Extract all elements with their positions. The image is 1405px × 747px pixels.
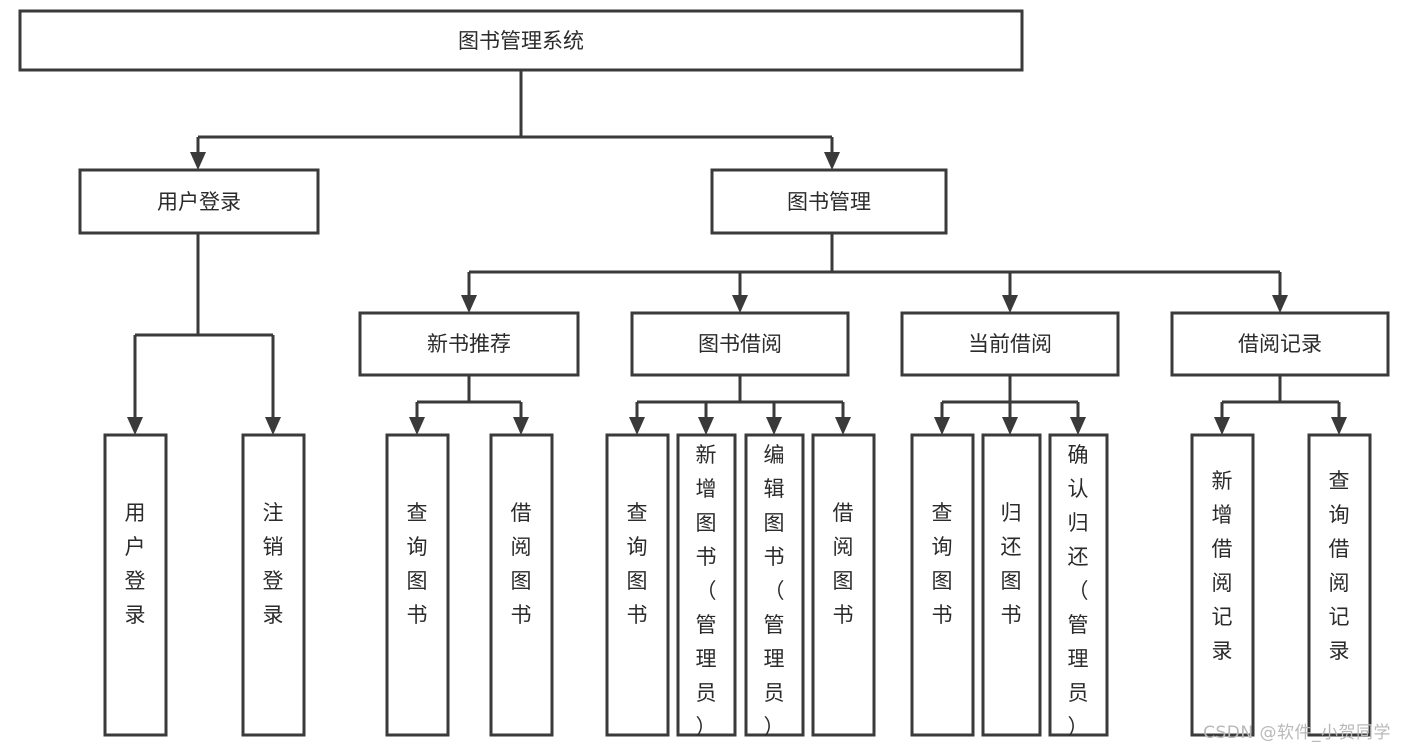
leaf-bb-add-book-box[interactable]: [676, 433, 737, 737]
leaf-bb-borrow-book-box[interactable]: [811, 433, 876, 737]
node-book-management-label: 图书管理: [787, 190, 871, 214]
leaf-node[interactable]: 借阅图书: [489, 433, 554, 737]
node-new-book-recommend[interactable]: 新书推荐: [358, 311, 580, 377]
node-borrow-record-label: 借阅记录: [1238, 332, 1322, 356]
arrowhead-leaf-user-login: [127, 417, 143, 435]
leaf-node[interactable]: 归还图书: [981, 433, 1042, 737]
leaf-node[interactable]: 查询图书: [605, 433, 670, 737]
leaf-nb-borrow-book-box[interactable]: [489, 433, 554, 737]
leaf-cb-return-book-box[interactable]: [981, 433, 1042, 737]
arrowhead-cb-leaf-1: [934, 417, 950, 435]
node-borrow-record[interactable]: 借阅记录: [1170, 311, 1390, 377]
arrowhead-cb-leaf-3: [1070, 417, 1086, 435]
arrowhead-leaf-logout: [265, 417, 281, 435]
arrowhead-cb-leaf-2: [1002, 417, 1018, 435]
leaf-node[interactable]: 新增借阅记录: [1190, 433, 1255, 737]
leaf-bb-query-book-box[interactable]: [605, 433, 670, 737]
leaf-node[interactable]: 编辑图书（管理员）: [744, 433, 805, 739]
node-book-management-box[interactable]: [710, 168, 948, 235]
leaf-nb-borrow-book-label: 借阅图书: [511, 501, 532, 627]
csdn-watermark: CSDN @软件_小贺同学: [1203, 723, 1391, 743]
arrowhead-bb-leaf-2: [698, 417, 714, 435]
leaf-bb-borrow-book-label: 借阅图书: [833, 501, 854, 627]
leaf-node[interactable]: 确认归还（管理员）: [1048, 433, 1109, 739]
node-user-login[interactable]: 用户登录: [78, 168, 320, 235]
node-current-borrow-box[interactable]: [900, 311, 1120, 377]
leaf-node[interactable]: 查询借阅记录: [1307, 433, 1372, 737]
leaf-node[interactable]: 用户登录: [103, 433, 168, 737]
leaf-nb-query-book-label: 查询图书: [407, 501, 428, 627]
arrowhead-bb-leaf-3: [766, 417, 782, 435]
leaf-nb-query-book-box[interactable]: [385, 433, 450, 737]
arrowhead-nb-leaf-1: [409, 417, 425, 435]
node-book-borrow-label: 图书借阅: [698, 332, 782, 356]
leaf-rc-query-record-box[interactable]: [1307, 433, 1372, 737]
leaf-logout-label: 注销登录: [263, 501, 284, 627]
node-user-login-label: 用户登录: [157, 190, 241, 214]
arrowhead-to-current-borrow: [1002, 295, 1018, 313]
leaf-bb-edit-book-label: 编辑图书（管理员）: [764, 443, 785, 739]
leaf-bb-edit-book-box[interactable]: [744, 433, 805, 737]
leaf-rc-add-record-label: 新增借阅记录: [1212, 469, 1233, 663]
node-new-book-recommend-label: 新书推荐: [427, 332, 511, 356]
node-book-borrow-box[interactable]: [630, 311, 850, 377]
leaf-node[interactable]: 查询图书: [385, 433, 450, 737]
arrowhead-to-new-book: [461, 295, 477, 313]
node-current-borrow[interactable]: 当前借阅: [900, 311, 1120, 377]
connector-layer: [127, 70, 1347, 435]
leaf-cb-confirm-return-box[interactable]: [1048, 433, 1109, 737]
node-book-borrow[interactable]: 图书借阅: [630, 311, 850, 377]
node-root-label: 图书管理系统: [458, 29, 584, 53]
leaf-node[interactable]: 借阅图书: [811, 433, 876, 737]
arrowhead-to-book-mgmt: [824, 152, 840, 170]
leaf-logout-box[interactable]: [241, 433, 306, 737]
arrowhead-bb-leaf-1: [629, 417, 645, 435]
node-root[interactable]: 图书管理系统: [18, 9, 1024, 72]
node-borrow-record-box[interactable]: [1170, 311, 1390, 377]
leaf-rc-add-record-box[interactable]: [1190, 433, 1255, 737]
arrowhead-to-borrow-record: [1272, 295, 1288, 313]
node-root-box[interactable]: [18, 9, 1024, 72]
arrowhead-bb-leaf-4: [835, 417, 851, 435]
arrowhead-rc-leaf-2: [1331, 417, 1347, 435]
leaf-cb-query-book-label: 查询图书: [932, 501, 953, 627]
arrowhead-nb-leaf-2: [513, 417, 529, 435]
leaf-bb-add-book-label: 新增图书（管理员）: [696, 443, 717, 739]
node-new-book-recommend-box[interactable]: [358, 311, 580, 377]
leaf-node[interactable]: 查询图书: [910, 433, 975, 737]
leaf-node[interactable]: 注销登录: [241, 433, 306, 737]
arrowhead-to-book-borrow: [732, 295, 748, 313]
leaf-cb-query-book-box[interactable]: [910, 433, 975, 737]
arrowhead-rc-leaf-1: [1214, 417, 1230, 435]
leaf-user-login-label: 用户登录: [125, 501, 146, 627]
leaf-node[interactable]: 新增图书（管理员）: [676, 433, 737, 739]
node-book-management[interactable]: 图书管理: [710, 168, 948, 235]
node-user-login-box[interactable]: [78, 168, 320, 235]
leaf-bb-query-book-label: 查询图书: [627, 501, 648, 627]
arrowhead-to-user-login: [190, 152, 206, 170]
leaf-rc-query-record-label: 查询借阅记录: [1329, 469, 1350, 663]
leaf-user-login-box[interactable]: [103, 433, 168, 737]
leaf-cb-return-book-label: 归还图书: [1001, 501, 1022, 627]
leaf-cb-confirm-return-label: 确认归还（管理员）: [1068, 443, 1089, 739]
node-current-borrow-label: 当前借阅: [968, 332, 1052, 356]
